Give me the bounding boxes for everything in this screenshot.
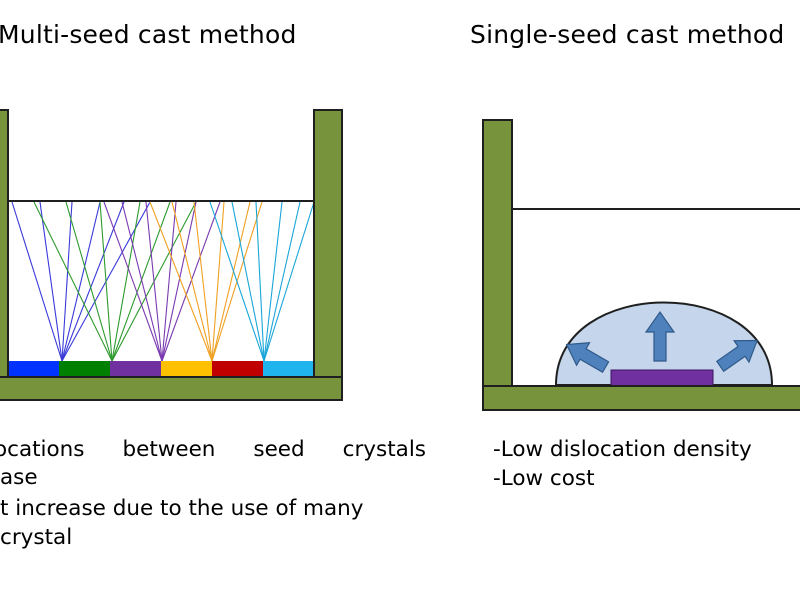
- grain-boundary-ray: [33, 201, 113, 362]
- grain-boundary-rays: [11, 201, 315, 362]
- arrow-up-left-icon: [565, 342, 610, 374]
- grain-boundary-ray: [209, 201, 265, 362]
- grain-boundary-ray: [99, 201, 113, 362]
- left-note-line-1: locations between seed crystals: [0, 435, 426, 464]
- seed-crystal: [161, 361, 212, 377]
- seed-crystal: [263, 361, 314, 377]
- right-note-cost: -Low cost: [493, 466, 595, 491]
- grain-boundary-ray: [111, 201, 141, 362]
- grain-boundary-ray: [193, 201, 213, 362]
- seed-crystal: [59, 361, 110, 377]
- grain-boundary-ray: [145, 201, 163, 362]
- seed-crystal: [110, 361, 161, 377]
- grain-boundary-ray: [161, 201, 221, 362]
- left-note-line-4: crystal: [0, 525, 73, 550]
- right-panel-mold-bottom: [482, 385, 800, 411]
- note-word: crystals: [342, 437, 426, 462]
- left-note-line-3: t increase due to the use of many: [0, 496, 364, 521]
- grain-boundary-ray: [11, 201, 63, 362]
- seed-crystal-row: [8, 361, 314, 377]
- arrow-up-icon: [644, 310, 676, 362]
- left-note-line-2: ase: [0, 465, 38, 490]
- grain-boundary-ray: [255, 201, 265, 362]
- grain-boundary-ray: [263, 201, 301, 362]
- mold-bottom: [0, 376, 343, 401]
- multi-seed-title: Multi-seed cast method: [0, 20, 297, 49]
- grain-boundary-ray: [161, 201, 177, 362]
- arrow-up-right-icon: [715, 339, 758, 373]
- grain-boundary-ray: [61, 201, 125, 362]
- grain-boundary-ray: [111, 201, 171, 362]
- note-word: locations: [0, 437, 85, 462]
- grain-boundary-ray: [39, 201, 63, 362]
- grain-boundary-ray: [149, 201, 213, 362]
- right-note-dislocation: -Low dislocation density: [493, 437, 752, 462]
- grain-boundary-ray: [171, 201, 213, 362]
- seed-crystal: [212, 361, 263, 377]
- seed-crystal: [8, 361, 59, 377]
- single-seed-crucible: [482, 119, 800, 411]
- grain-boundary-ray: [211, 201, 225, 362]
- note-word: seed: [253, 437, 305, 462]
- grain-boundary-ray: [263, 201, 315, 362]
- multi-seed-crucible: [0, 109, 343, 401]
- grain-boundary-ray: [61, 201, 73, 362]
- single-seed-crystal: [610, 369, 714, 387]
- grain-boundary-ray: [161, 201, 197, 362]
- grain-boundary-ray: [61, 201, 101, 362]
- single-seed-title: Single-seed cast method: [470, 20, 785, 49]
- note-word: between: [122, 437, 216, 462]
- grain-boundary-ray: [65, 201, 113, 362]
- right-mold-wall: [313, 109, 343, 401]
- grain-boundary-ray: [103, 201, 163, 362]
- grain-boundary-ray: [121, 201, 163, 362]
- left-mold-wall: [0, 109, 9, 401]
- grain-boundary-ray: [211, 201, 251, 362]
- grain-boundary-ray: [231, 201, 265, 362]
- grain-boundary-ray: [263, 201, 283, 362]
- right-panel-left-wall: [482, 119, 513, 411]
